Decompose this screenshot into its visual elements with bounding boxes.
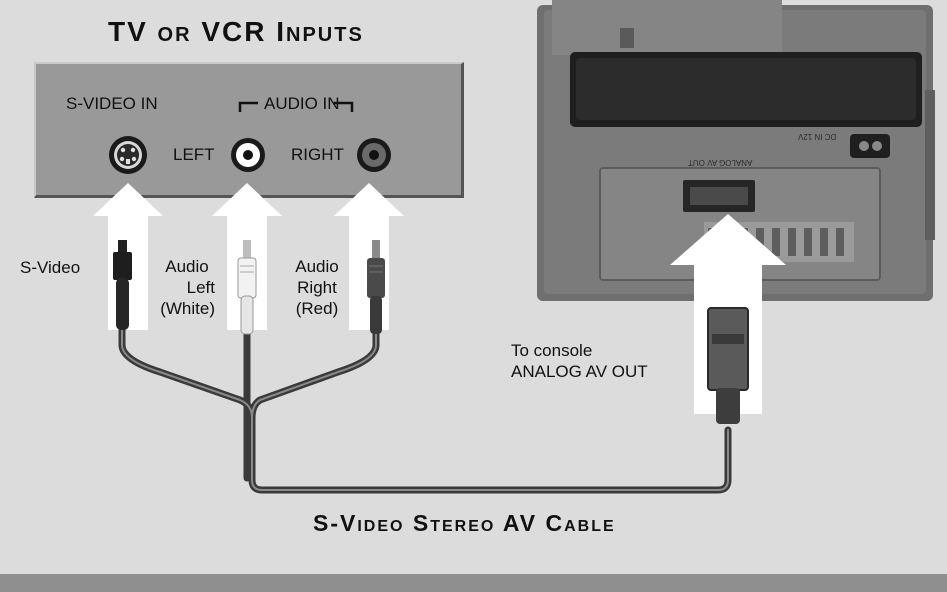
console-connector-icon [707, 307, 749, 424]
audio-left-line-1: Audio [165, 257, 209, 276]
console-connector-label: To console ANALOG AV OUT [511, 340, 648, 382]
arrow-audio-right [334, 183, 404, 330]
audio-left-line-2: Left [186, 278, 215, 297]
white-rca-plug-icon [237, 240, 257, 335]
svideo-plug-icon [113, 240, 132, 330]
audio-right-line-2: Right [297, 278, 337, 297]
tv-inputs-title: TV or VCR Inputs [108, 16, 364, 47]
audio-left-line-3: (White) [160, 299, 215, 318]
tv-input-panel [34, 62, 464, 198]
left-jack-label: LEFT [173, 145, 215, 164]
console-connector-line-1: To console [511, 341, 593, 360]
audio-left-cable-label: Audio Left (White) [145, 256, 215, 319]
svideo-cable-label: S-Video [20, 258, 81, 277]
av-cable [118, 326, 732, 494]
audio-in-bracket [238, 101, 354, 112]
audio-right-line-3: (Red) [295, 299, 339, 318]
audio-in-label: AUDIO IN [264, 94, 340, 113]
audio-right-jack-icon [357, 138, 391, 172]
game-console-image [537, 0, 935, 301]
audio-right-cable-label: Audio Right (Red) [284, 256, 350, 319]
audio-left-jack-icon [231, 138, 265, 172]
console-dc-label: DC IN 12V [798, 132, 837, 141]
bottom-bar [0, 574, 947, 592]
console-connector-line-2: ANALOG AV OUT [511, 362, 648, 381]
svideo-in-jack-icon [109, 136, 147, 174]
console-port-label: ANALOG AV OUT [688, 158, 753, 167]
right-jack-label: RIGHT [291, 145, 344, 164]
red-rca-plug-icon [367, 240, 385, 334]
cable-title: S-Video Stereo AV Cable [313, 510, 616, 536]
audio-right-line-1: Audio [295, 257, 339, 276]
svideo-in-label: S-VIDEO IN [66, 94, 158, 113]
